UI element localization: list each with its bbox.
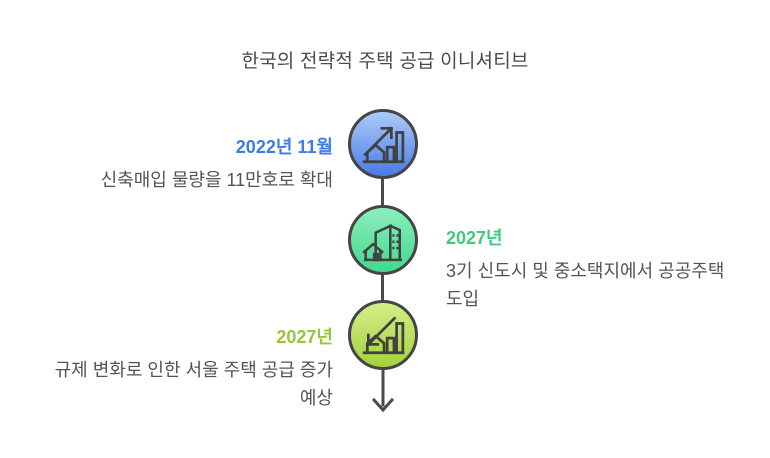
node-description: 3기 신도시 및 중소택지에서 공공주택 도입	[446, 261, 725, 309]
timeline-entry-1: 2022년 11월 신축매입 물량을 11만호로 확대	[33, 135, 333, 194]
timeline-entry-3: 2027년 규제 변화로 인한 서울 주택 공급 증가 예상	[45, 325, 333, 412]
node-date: 2027년	[276, 327, 333, 347]
page-title: 한국의 전략적 주택 공급 이니셔티브	[241, 51, 529, 72]
node-date: 2027년	[446, 228, 503, 248]
timeline-node-circle-1	[348, 109, 418, 179]
growth-chart-house-icon	[362, 126, 405, 164]
node-description: 신축매입 물량을 11만호로 확대	[100, 170, 333, 190]
decline-chart-house-icon	[362, 316, 405, 355]
node-date: 2022년 11월	[235, 137, 333, 157]
timeline-entry-2: 2027년 3기 신도시 및 중소택지에서 공공주택 도입	[446, 226, 738, 313]
timeline-connector-line	[381, 274, 384, 302]
timeline-node-circle-3	[348, 300, 418, 370]
timeline-connector-line	[381, 178, 384, 208]
down-arrow-icon	[371, 369, 395, 413]
buildings-icon	[362, 223, 403, 262]
timeline-node-circle-2	[348, 205, 418, 275]
node-description: 규제 변화로 인한 서울 주택 공급 증가 예상	[54, 360, 333, 408]
